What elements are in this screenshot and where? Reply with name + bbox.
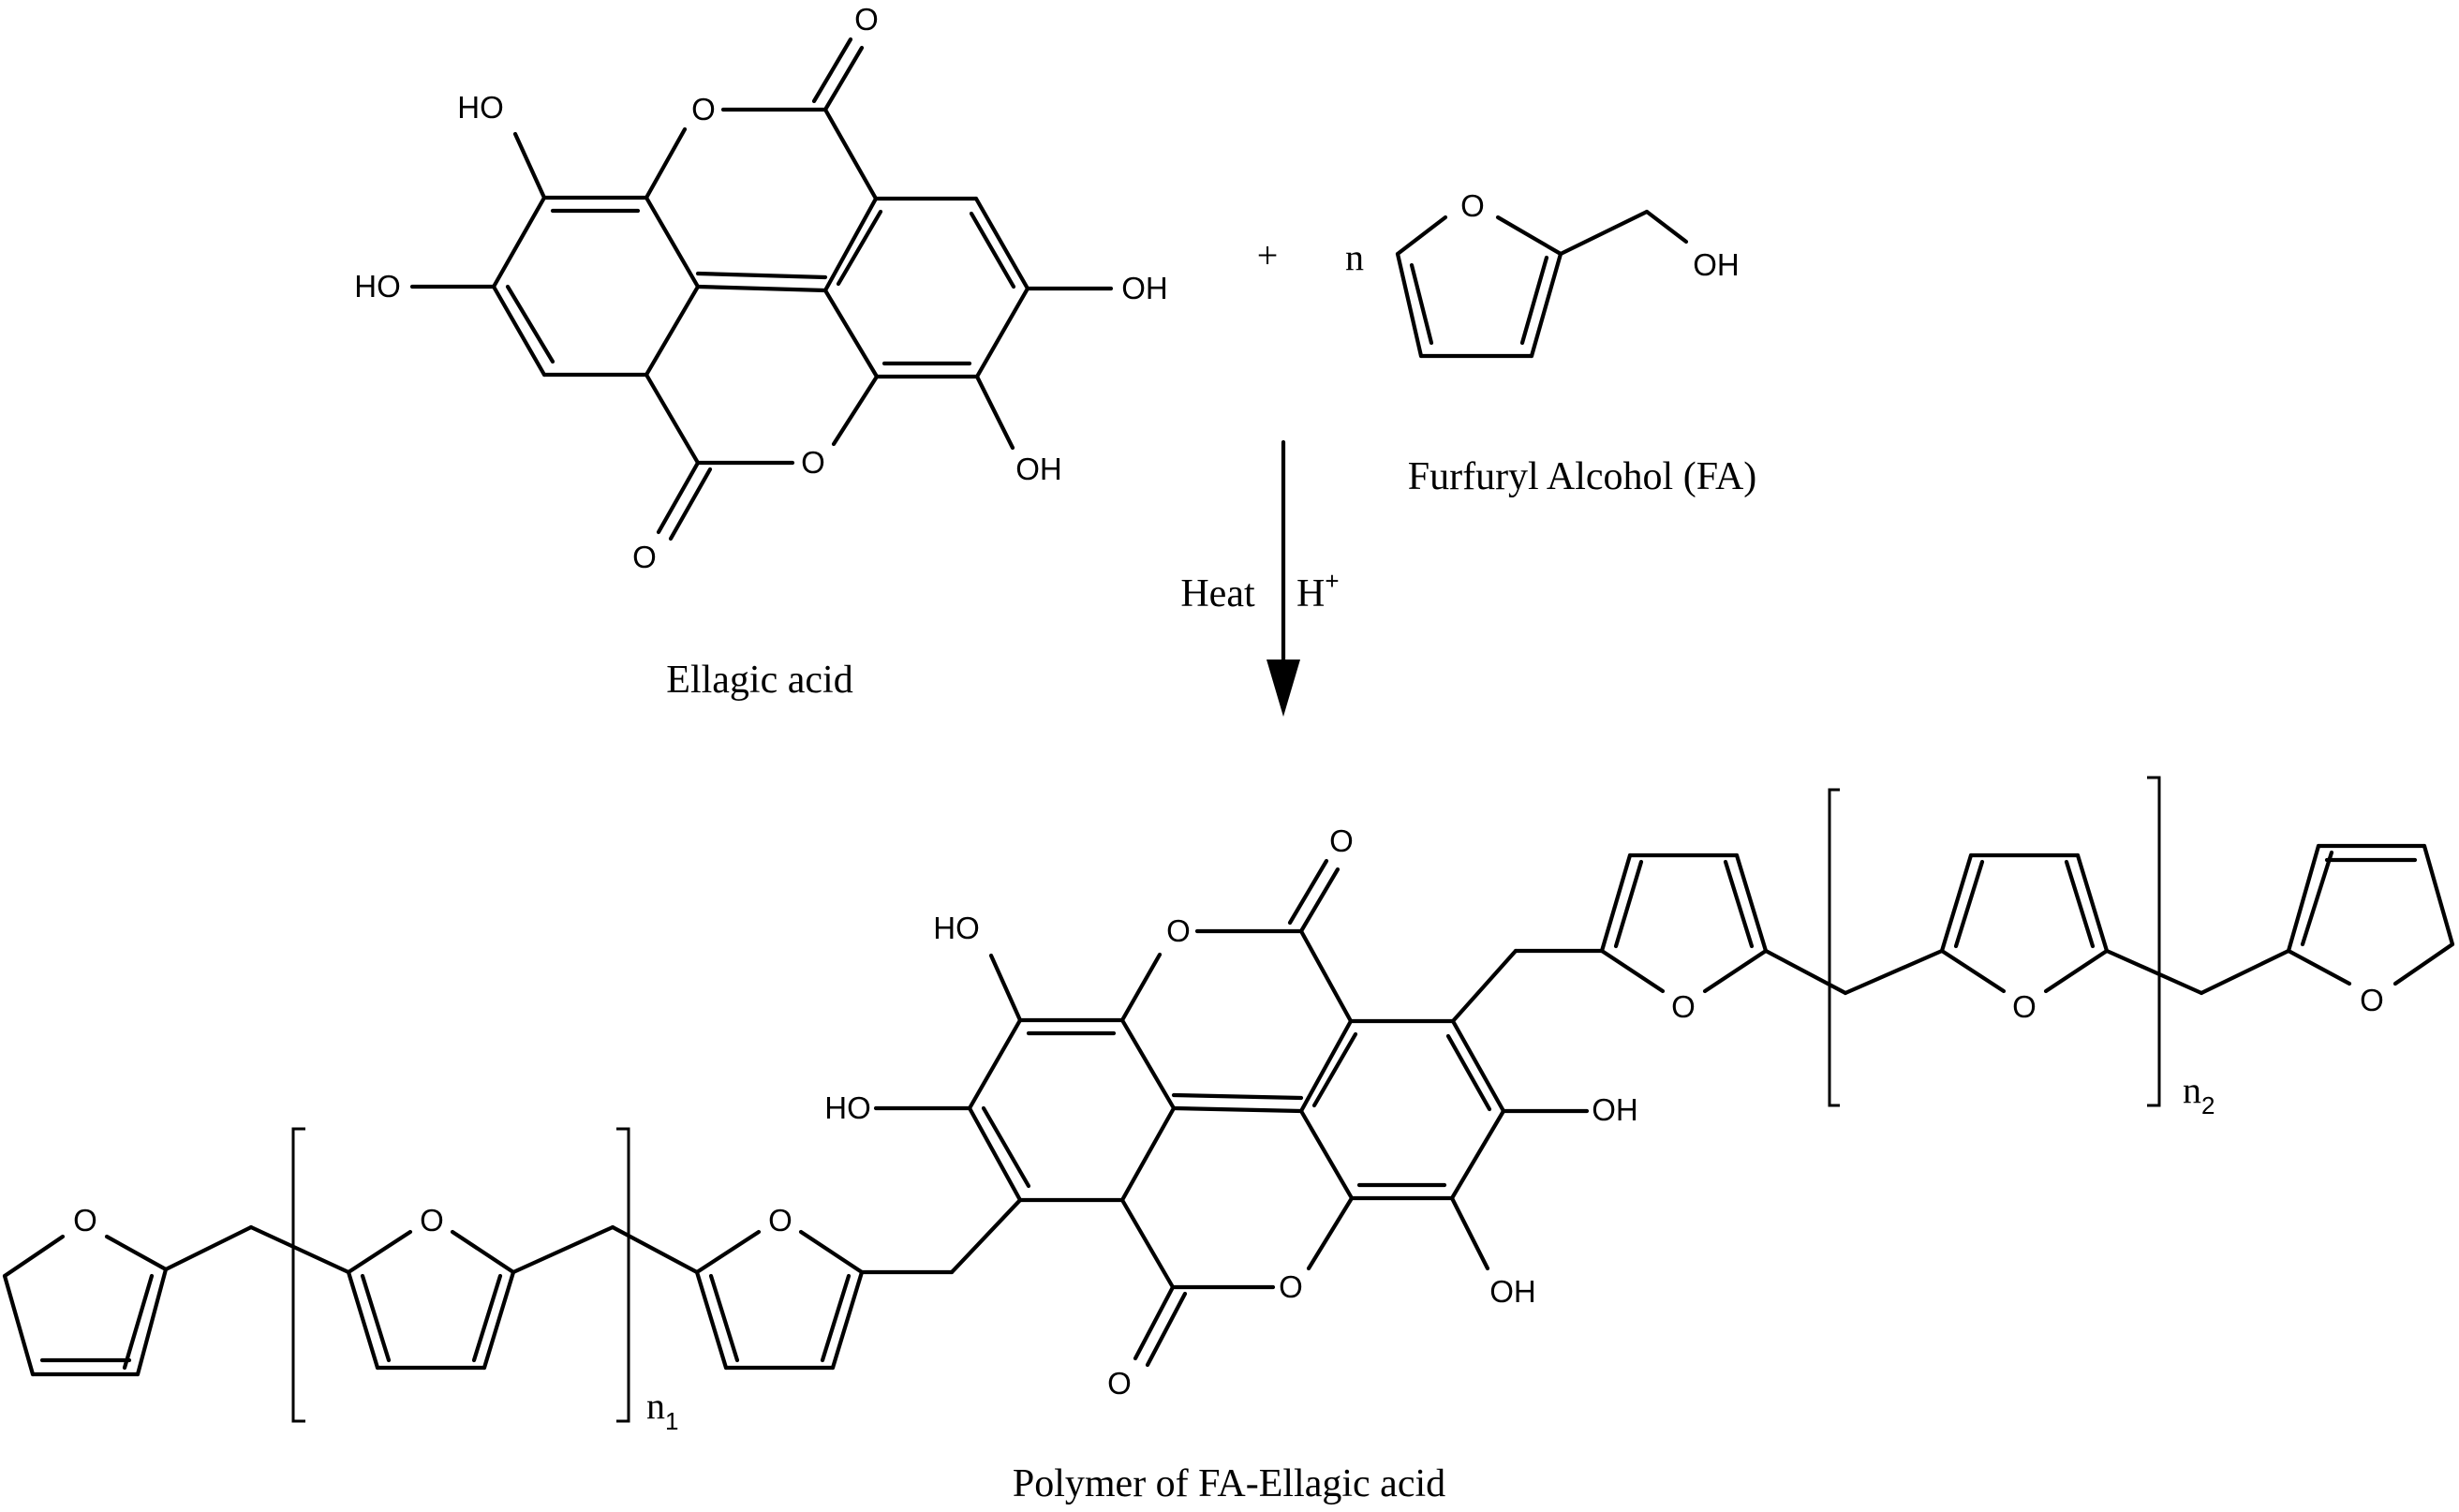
left-chain-atom-labels: O O O [73, 1203, 793, 1238]
furfuryl-alcohol-caption: Furfuryl Alcohol (FA) [1408, 455, 1757, 498]
furfuryl-alcohol-atom-labels: O OH [1460, 188, 1740, 282]
reaction-arrow [1267, 439, 1300, 717]
furan-oxygen-label: O [2360, 983, 2384, 1017]
hydroxyl-label: HO [457, 90, 504, 125]
hydroxyl-label: HO [824, 1090, 871, 1125]
stoichiometric-n: n [1345, 236, 1364, 278]
polymer-core-bonds [873, 858, 1590, 1368]
ellagic-acid-bonds [409, 37, 1114, 541]
arrow-head [1267, 660, 1300, 717]
repeat-unit-bracket-n2 [1828, 776, 2161, 1107]
ring-oxygen-label: O [1279, 1269, 1303, 1304]
right-chain-atom-labels: O O O [1671, 983, 2384, 1024]
ellagic-acid-structure: O O O O HO HO OH OH [354, 2, 1168, 574]
furan-oxygen-label: O [1671, 989, 1696, 1024]
hydroxyl-label: HO [354, 269, 401, 304]
ring-oxygen-label: O [691, 92, 716, 126]
polymer-left-chain: O O O n1 [2, 1127, 955, 1435]
plus-sign: + [1257, 234, 1279, 276]
hydroxyl-label: OH [1693, 247, 1740, 282]
hydroxyl-label: OH [1592, 1092, 1638, 1127]
hydroxyl-label: OH [1489, 1274, 1536, 1309]
carbonyl-oxygen-label: O [1329, 823, 1354, 858]
polymer-caption: Polymer of FA-Ellagic acid [1013, 1462, 1445, 1505]
ring-oxygen-label: O [801, 445, 825, 480]
hydroxyl-label: OH [1121, 271, 1168, 305]
polymer-right-chain: O O O n2 [1513, 776, 2455, 1119]
furan-oxygen-label: O [1460, 188, 1485, 223]
furan-oxygen-label: O [420, 1203, 444, 1238]
left-chain-bonds [2, 1224, 955, 1377]
repeat-count-n1: n1 [646, 1385, 678, 1435]
repeat-count-n2: n2 [2183, 1069, 2215, 1119]
furfuryl-alcohol-structure: O OH [1395, 188, 1740, 359]
hydroxyl-label: OH [1015, 452, 1062, 486]
heat-condition-label: Heat [1180, 572, 1255, 615]
polymer-core-structure: O O O O HO HO OH OH [824, 823, 1638, 1401]
furan-oxygen-label: O [768, 1203, 793, 1238]
polymer-core-atom-labels: O O O O HO HO OH OH [824, 823, 1638, 1401]
acid-catalyst-label: H+ [1296, 567, 1340, 615]
carbonyl-oxygen-label: O [854, 2, 879, 37]
furfuryl-alcohol-bonds [1395, 209, 1689, 359]
ring-oxygen-label: O [1166, 913, 1191, 948]
hydroxyl-label: HO [933, 911, 980, 945]
furan-oxygen-label: O [2012, 989, 2037, 1024]
ellagic-acid-caption: Ellagic acid [666, 659, 852, 702]
carbonyl-oxygen-label: O [1107, 1366, 1132, 1401]
repeat-unit-bracket-n1 [291, 1127, 630, 1423]
right-chain-bonds [1513, 843, 2455, 996]
carbonyl-oxygen-label: O [632, 540, 657, 574]
ellagic-acid-atom-labels: O O O O HO HO OH OH [354, 2, 1168, 574]
furan-oxygen-label: O [73, 1203, 97, 1238]
